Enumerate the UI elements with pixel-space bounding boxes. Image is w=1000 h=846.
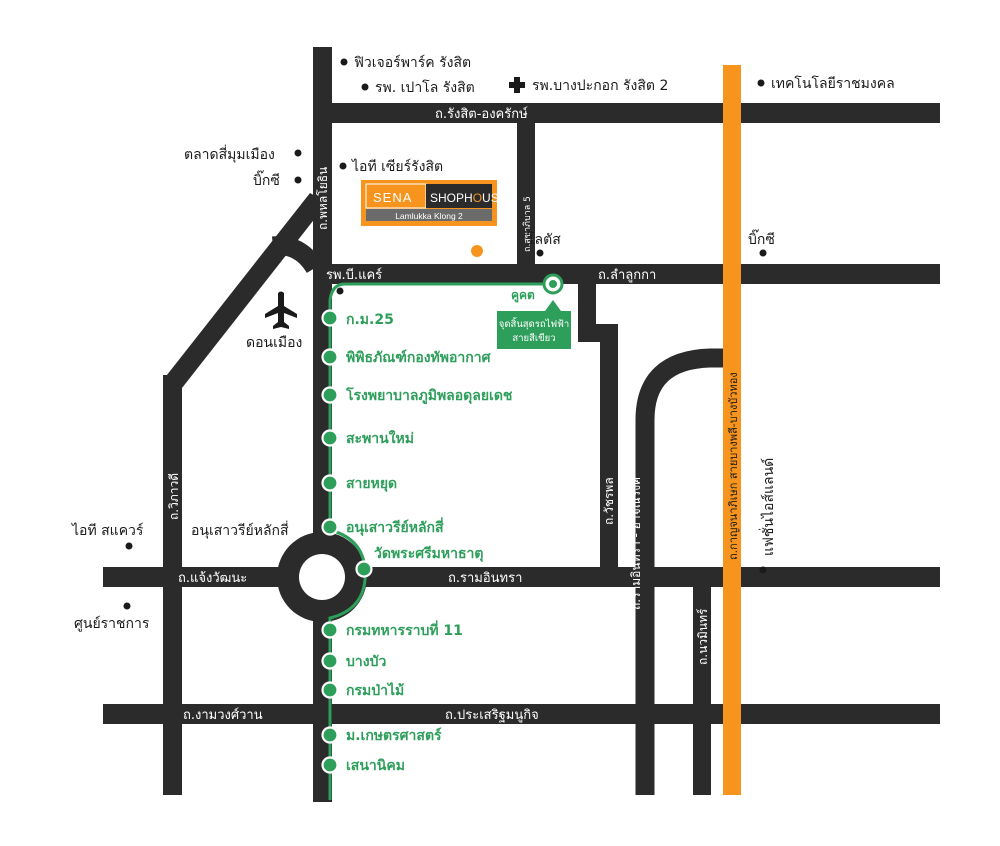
station-label: พิพิธภัณฑ์กองทัพอากาศ bbox=[346, 349, 492, 366]
lak-si-roundabout bbox=[277, 532, 367, 622]
terminal-callout-line1: จุดสิ้นสุดรถไฟฟ้า bbox=[499, 317, 569, 330]
station-dot bbox=[321, 621, 339, 639]
don-mueang-label: ดอนเมือง bbox=[246, 335, 302, 351]
project-product-o: O bbox=[473, 191, 482, 205]
talad-si-mum-muang-dot bbox=[294, 149, 302, 157]
station-label: สายหยุด bbox=[346, 476, 397, 492]
lotus-dot bbox=[536, 249, 544, 257]
road-saimai bbox=[517, 113, 535, 273]
station-dot bbox=[355, 560, 373, 578]
bigc-right-label: บิ๊กซี bbox=[748, 229, 775, 248]
station-label: วัดพระศรีมหาธาตุ bbox=[374, 546, 483, 562]
bangpakok-label: รพ.บางปะกอก รังสิต 2 bbox=[532, 78, 668, 94]
station-label: บางบัว bbox=[346, 654, 386, 670]
road-lamlukka bbox=[314, 264, 940, 284]
fashion-island-dot bbox=[759, 566, 767, 574]
project-location-dot bbox=[471, 245, 483, 257]
road-label-prasertmanukit: ถ.ประเสริฐมนูกิจ bbox=[445, 708, 539, 723]
project-logo: SENA SHOPHOUSE Lamlukka Klong 2 bbox=[361, 180, 507, 226]
future-park-dot bbox=[340, 58, 348, 66]
station-label: เสนานิคม bbox=[346, 758, 405, 774]
green-line-track bbox=[328, 282, 553, 800]
govt-center-dot bbox=[123, 602, 131, 610]
station-dot bbox=[321, 652, 339, 670]
paolo-dot bbox=[361, 83, 369, 91]
it-square-label: ไอที สแควร์ bbox=[71, 522, 144, 539]
station-label: สะพานใหม่ bbox=[346, 429, 414, 447]
station-dot bbox=[321, 756, 339, 774]
lotus-label: โลตัส bbox=[527, 231, 561, 248]
station-dot bbox=[321, 726, 339, 744]
green-line bbox=[328, 282, 553, 800]
road-label-vibhavadi: ถ.วิภาวดี bbox=[167, 473, 181, 520]
road-label-nawamin: ถ.นวมินทร์ bbox=[696, 608, 710, 665]
station-dot bbox=[321, 518, 339, 536]
road-rangsit-ongkharak bbox=[330, 103, 940, 123]
station-dot bbox=[321, 681, 339, 699]
road-kanchanaphisek bbox=[723, 65, 741, 795]
terminal-station bbox=[542, 273, 564, 295]
road-label-ramintra: ถ.รามอินทรา bbox=[448, 571, 522, 586]
road-nawamin bbox=[693, 585, 711, 795]
road-label-ramintra-arnusorn: ถ.รามอินทรา - อาจณรงค์ bbox=[629, 477, 643, 610]
project-product-use: USE bbox=[482, 191, 507, 205]
road-label-lamlukka: ถ.ลำลูกกา bbox=[598, 268, 656, 283]
project-product-shop: SHOPH bbox=[430, 191, 473, 205]
road-vibhavadi-diagonal bbox=[163, 193, 327, 388]
it-square-dot bbox=[125, 542, 133, 550]
terminal-callout-line2: สายสีเขียว bbox=[512, 332, 555, 344]
road-label-ngamwongwan: ถ.งามวงศ์วาน bbox=[183, 707, 263, 723]
road-connector-curve bbox=[271, 236, 324, 274]
govt-center-label: ศูนย์ราชการ bbox=[74, 615, 150, 632]
rajamangala-label: เทคโนโลยีราชมงคล bbox=[771, 75, 895, 92]
project-location: Lamlukka Klong 2 bbox=[395, 211, 463, 221]
terminal-callout: จุดสิ้นสุดรถไฟฟ้า สายสีเขียว bbox=[497, 300, 571, 349]
road-label-phahonyothin: ถ.พหลโยธิน bbox=[316, 167, 330, 230]
road-label-bmi-care: รพ.บี.แคร์ bbox=[326, 267, 382, 283]
project-brand: SENA bbox=[373, 190, 412, 205]
road-label-rangsit-ongkharak: ถ.รังสิต-องครักษ์ bbox=[435, 106, 528, 122]
station-dot bbox=[321, 309, 339, 327]
station-label: โรงพยาบาลภูมิพลอดุลยเดช bbox=[345, 386, 513, 404]
road-label-kanchanaphisek: ถ.กาญจนาภิเษก สายบางพลี-บางบัวทอง bbox=[727, 372, 740, 560]
fashion-island-label: แฟชั่นไอส์แลนด์ bbox=[759, 458, 777, 556]
it-zeer-label: ไอที เซียร์รังสิต bbox=[351, 158, 443, 175]
future-park-label: ฟิวเจอร์พาร์ค รังสิต bbox=[354, 54, 471, 71]
hospital-cross-icon bbox=[509, 77, 525, 93]
svg-text:SHOPHOUSE: SHOPHOUSE bbox=[430, 191, 507, 205]
station-dot bbox=[321, 429, 339, 447]
road-label-chaengwattana: ถ.แจ้งวัฒนะ bbox=[178, 571, 247, 586]
talad-si-mum-muang-label: ตลาดสี่มุมเมือง bbox=[184, 145, 275, 163]
paolo-label: รพ. เปาโล รังสิต bbox=[375, 79, 475, 96]
airplane-icon bbox=[265, 291, 297, 329]
road-label-wacharaphon: ถ.วัชรพล bbox=[602, 477, 616, 525]
bmi-care-dot bbox=[336, 287, 344, 295]
bigc-left-dot bbox=[294, 176, 302, 184]
rajamangala-dot bbox=[757, 79, 765, 87]
station-label: ก.ม.25 bbox=[346, 312, 394, 328]
station-group: ก.ม.25 พิพิธภัณฑ์กองทัพอากาศ โรงพยาบาลภู… bbox=[321, 309, 513, 774]
bigc-left-label: บิ๊กซี bbox=[253, 170, 280, 189]
it-zeer-dot bbox=[339, 162, 347, 170]
terminal-label: คูคต bbox=[511, 288, 535, 303]
bigc-right-dot bbox=[759, 249, 767, 257]
road-label-sukhaphiban5: ถ.สุขาภิบาล 5 bbox=[522, 196, 533, 252]
road-ramintra-arnusorn bbox=[635, 348, 735, 795]
station-dot bbox=[321, 348, 339, 366]
station-label: กรมป่าไม้ bbox=[346, 681, 404, 699]
station-dot bbox=[321, 474, 339, 492]
station-label: ม.เกษตรศาสตร์ bbox=[346, 727, 442, 744]
station-label: กรมทหารราบที่ 11 bbox=[346, 620, 463, 639]
station-dot bbox=[321, 386, 339, 404]
anusawari-left-label: อนุเสาวรีย์หลักสี่ bbox=[191, 521, 289, 539]
road-wacharaphon bbox=[578, 274, 618, 574]
station-label: อนุเสาวรีย์หลักสี่ bbox=[346, 517, 444, 536]
